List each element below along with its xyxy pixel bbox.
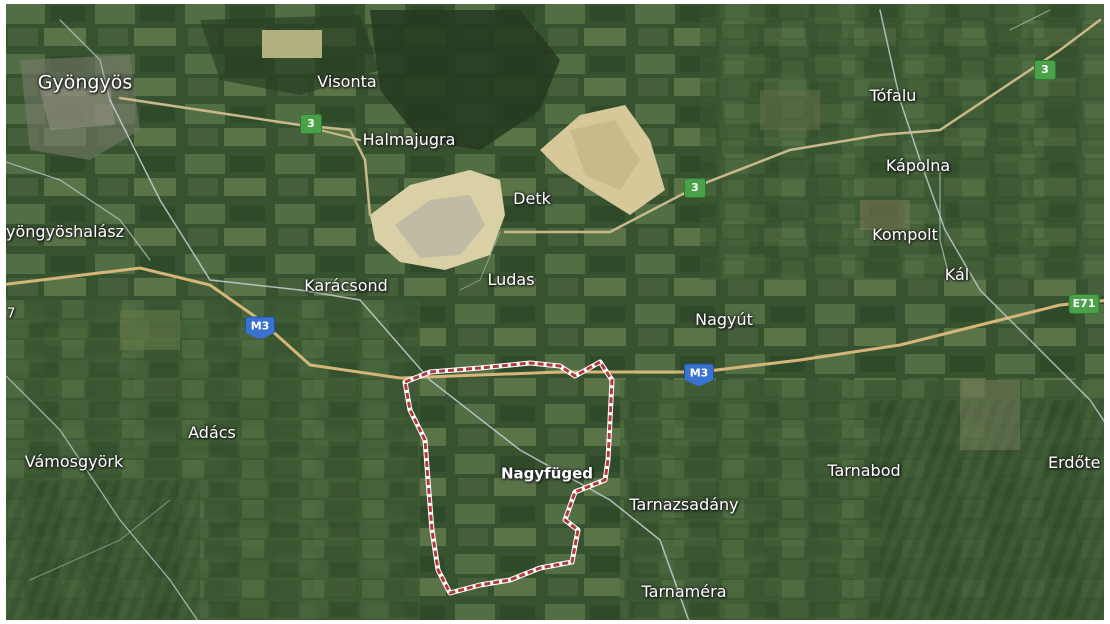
place-label-karacsond: Karácsond bbox=[304, 276, 388, 295]
place-label-tarnabod: Tarnabod bbox=[827, 461, 901, 480]
place-label-vamosgyork: Vámosgyörk bbox=[24, 452, 124, 471]
place-label-adacs: Adács bbox=[188, 423, 236, 442]
place-label-visonta: Visonta bbox=[317, 72, 377, 91]
route-3-shield: 3 bbox=[1034, 60, 1056, 80]
place-label-tarnazsadany: Tarnazsadány bbox=[629, 495, 739, 514]
place-label-detk: Detk bbox=[513, 189, 551, 208]
place-label-gyongyoshalasz: yöngyöshalász bbox=[6, 222, 125, 241]
m3-motorway-shield: M3 bbox=[684, 363, 714, 387]
route-3-shield: 3 bbox=[684, 178, 706, 198]
place-label-nagyfuged[interactable]: Nagyfüged bbox=[500, 464, 594, 483]
place-label-tarnamera: Tarnaméra bbox=[641, 582, 727, 601]
place-label-gyongyos: Gyöngyös bbox=[37, 71, 133, 94]
m3-motorway-shield: M3 bbox=[245, 316, 275, 340]
place-label-kompolt: Kompolt bbox=[872, 225, 938, 244]
place-label-halmajugra: Halmajugra bbox=[362, 130, 456, 149]
place-label-edge-fragment: 7 bbox=[7, 306, 16, 322]
place-label-ludas: Ludas bbox=[487, 270, 535, 289]
place-label-kapolna: Kápolna bbox=[885, 156, 951, 175]
place-label-tofalu: Tófalu bbox=[869, 86, 917, 105]
place-label-erdotelek: Erdőte bbox=[1048, 453, 1101, 472]
route-3-shield: 3 bbox=[300, 114, 322, 134]
place-label-nagyut: Nagyút bbox=[695, 310, 753, 329]
e71-route-shield: E71 bbox=[1068, 294, 1100, 314]
place-label-kal: Kál bbox=[944, 265, 970, 284]
